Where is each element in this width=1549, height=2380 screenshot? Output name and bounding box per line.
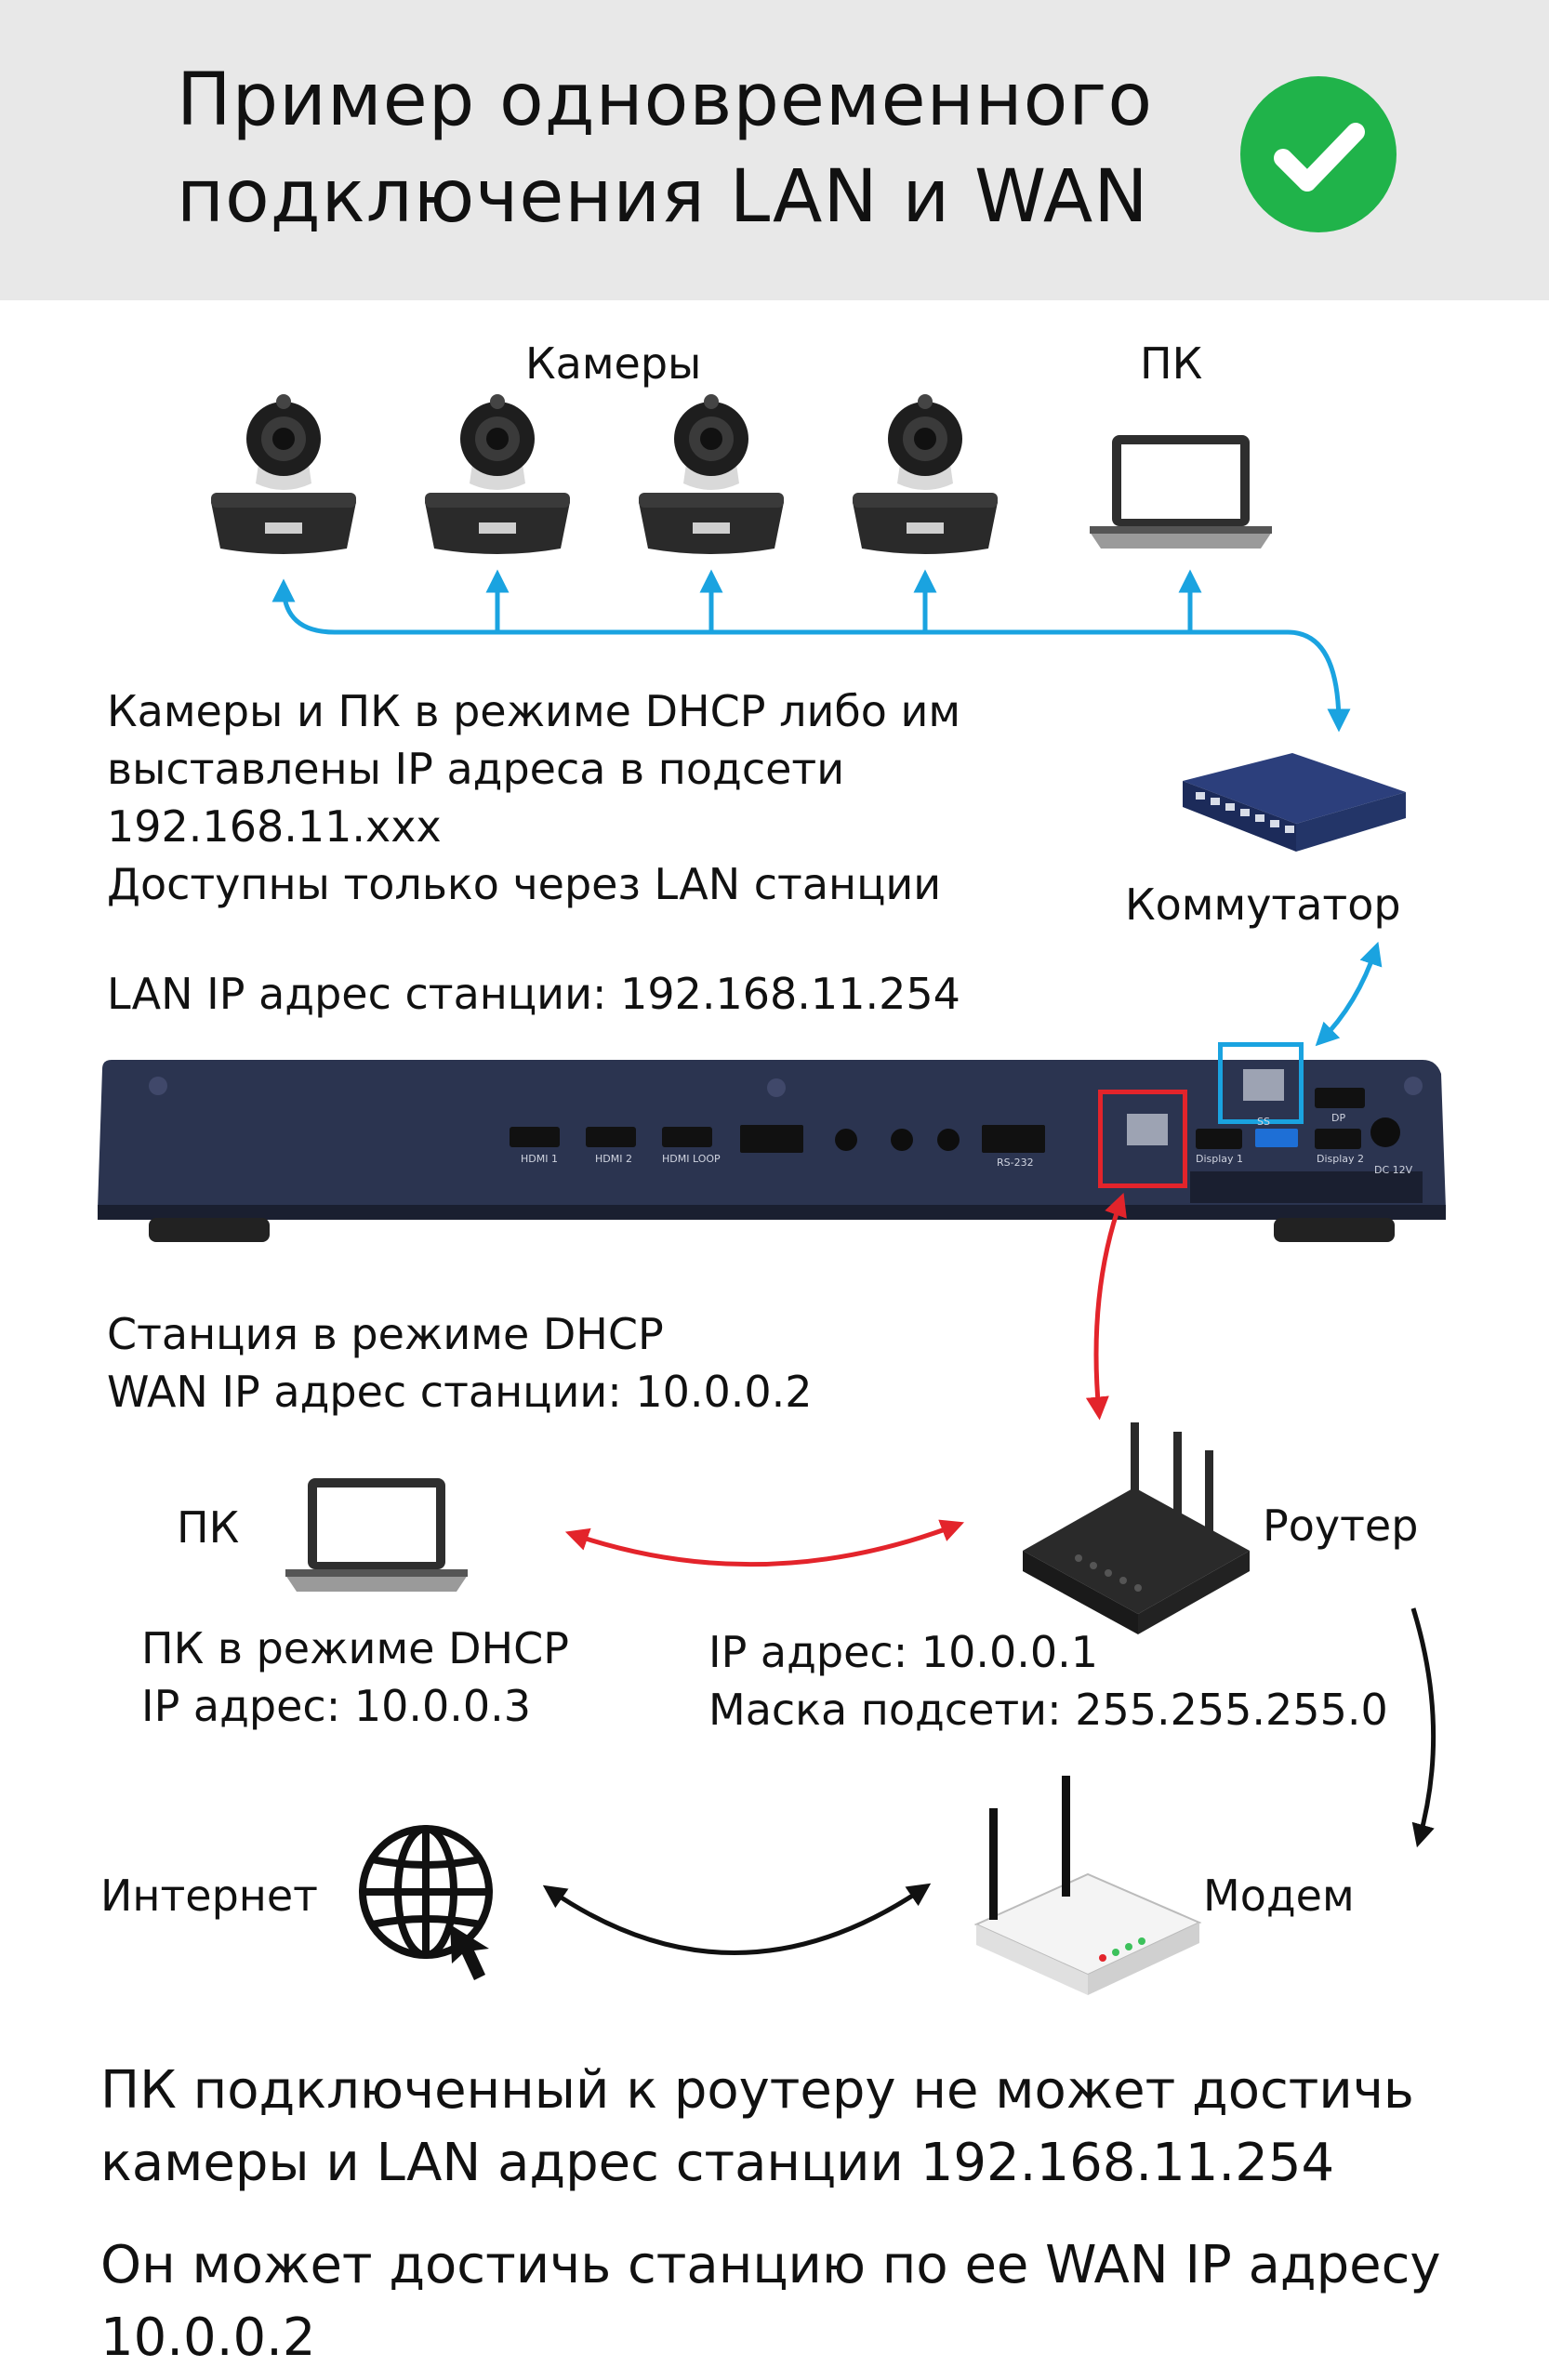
port-display2: Display 2 [1317, 1153, 1364, 1165]
lan-port-highlight [1218, 1042, 1304, 1124]
ptz-camera-icon [425, 394, 570, 554]
router-label: Роутер [1263, 1497, 1418, 1554]
port-display1: Display 1 [1196, 1153, 1243, 1165]
wan-port-highlight [1098, 1090, 1187, 1188]
modem-label: Модем [1203, 1867, 1355, 1924]
port-rs232: RS-232 [997, 1157, 1034, 1169]
footer-line-1: ПК подключенный к роутеру не может дости… [100, 2055, 1414, 2200]
ptz-camera-icon [639, 394, 784, 554]
pc-router-arrow [572, 1525, 958, 1565]
globe-cursor-icon [363, 1829, 489, 1955]
ptz-camera-icon [853, 394, 998, 554]
laptop-icon [1090, 435, 1272, 549]
port-hdmi-loop: HDMI LOOP [662, 1153, 721, 1165]
switch-label: Коммутатор [1125, 876, 1401, 933]
port-hdmi1: HDMI 1 [521, 1153, 558, 1165]
port-dc: DC 12V [1374, 1164, 1412, 1176]
station-note: Станция в режиме DHCP WAN IP адрес станц… [107, 1305, 813, 1421]
lan-note: Камеры и ПК в режиме DHCP либо им выстав… [107, 682, 960, 913]
router-modem-arrow [1413, 1608, 1434, 1841]
router-note: IP адрес: 10.0.0.1 Маска подсети: 255.25… [708, 1623, 1388, 1739]
modem-icon [976, 1776, 1199, 1995]
port-dp: DP [1331, 1112, 1345, 1124]
station-router-arrow [1096, 1199, 1121, 1413]
port-hdmi2: HDMI 2 [595, 1153, 632, 1165]
footer-line-2: Он может достичь станцию по ее WAN IP ад… [100, 2229, 1441, 2374]
internet-modem-arrow [549, 1887, 925, 1953]
laptop-icon [285, 1478, 468, 1592]
internet-label: Интернет [100, 1867, 318, 1924]
router-icon [1023, 1422, 1250, 1634]
ptz-camera-icon [211, 394, 356, 554]
network-switch-icon [1183, 753, 1406, 852]
pc-bottom-label: ПК [177, 1499, 239, 1556]
pc-note: ПК в режиме DHCP IP адрес: 10.0.0.3 [141, 1620, 569, 1735]
switch-station-arrow [1320, 948, 1376, 1041]
lan-ip-label: LAN IP адрес станции: 192.168.11.254 [107, 965, 960, 1023]
port-usb: SS [1257, 1116, 1270, 1128]
